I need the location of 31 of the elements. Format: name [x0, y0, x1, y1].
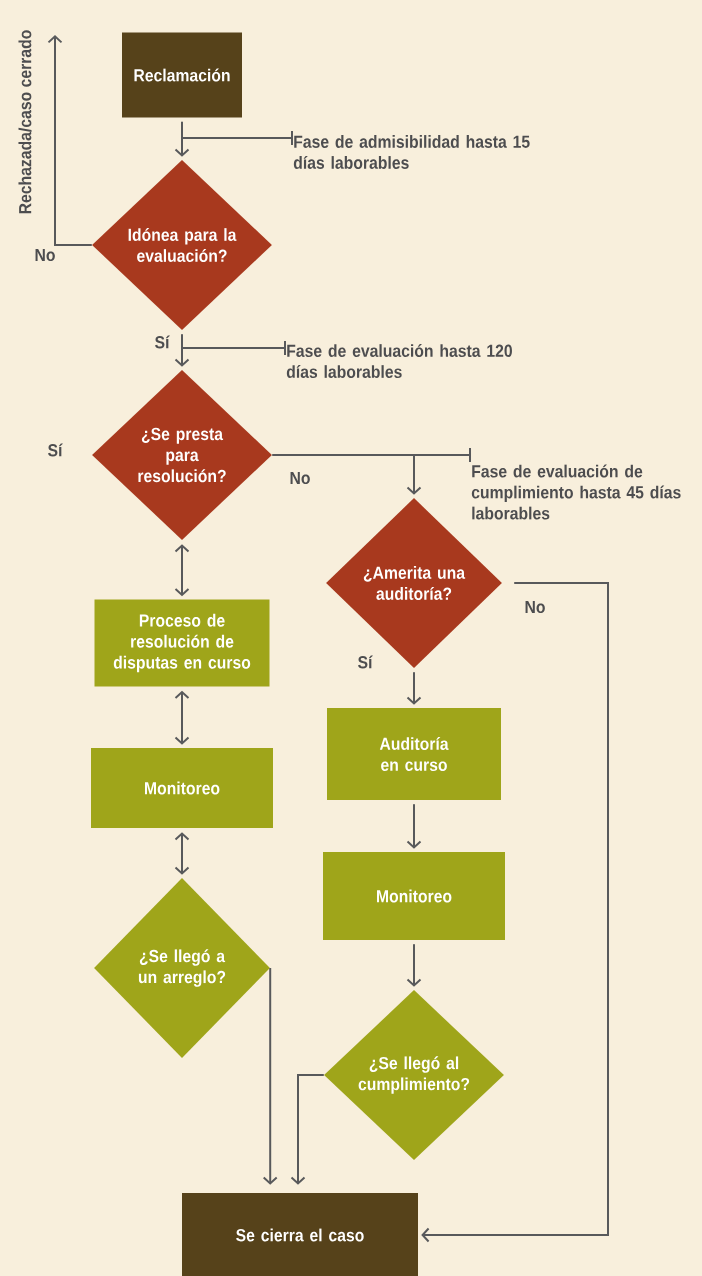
process-box: Monitoreo — [91, 748, 273, 828]
branch-label: Sí — [48, 443, 63, 457]
arrow — [174, 120, 190, 157]
arrow — [290, 1074, 325, 1185]
arrow — [406, 803, 422, 849]
edge-label: Sí — [358, 655, 373, 669]
edge-label: No — [290, 471, 310, 485]
branch-label: Rechazada/caso cerrado — [18, 30, 32, 214]
process-box: Reclamación — [122, 32, 242, 118]
phase-line — [181, 130, 293, 146]
process-box: Proceso de resolución de disputas en curso — [94, 599, 270, 687]
phase-line — [181, 340, 286, 356]
arrow — [174, 544, 190, 597]
arrow — [421, 582, 609, 1243]
edge-label: No — [35, 248, 55, 262]
process-box: Monitoreo — [323, 852, 505, 940]
process-box: Auditoría en curso — [327, 708, 501, 800]
arrow — [271, 454, 422, 495]
arrow — [406, 943, 422, 987]
arrow — [174, 333, 190, 367]
edge-label: Sí — [155, 335, 170, 349]
phase-note: Fase de evaluación hasta 120 días laborables — [286, 344, 512, 378]
arrow — [406, 671, 422, 705]
arrow — [174, 832, 190, 875]
phase-line — [413, 447, 471, 463]
phase-note: Fase de admisibilidad hasta 15 días laborables — [293, 135, 530, 169]
process-box: Se cierra el caso — [182, 1193, 418, 1276]
arrow — [174, 690, 190, 745]
edge-label: No — [525, 600, 545, 614]
arrow — [47, 35, 93, 246]
arrow — [262, 967, 278, 1185]
